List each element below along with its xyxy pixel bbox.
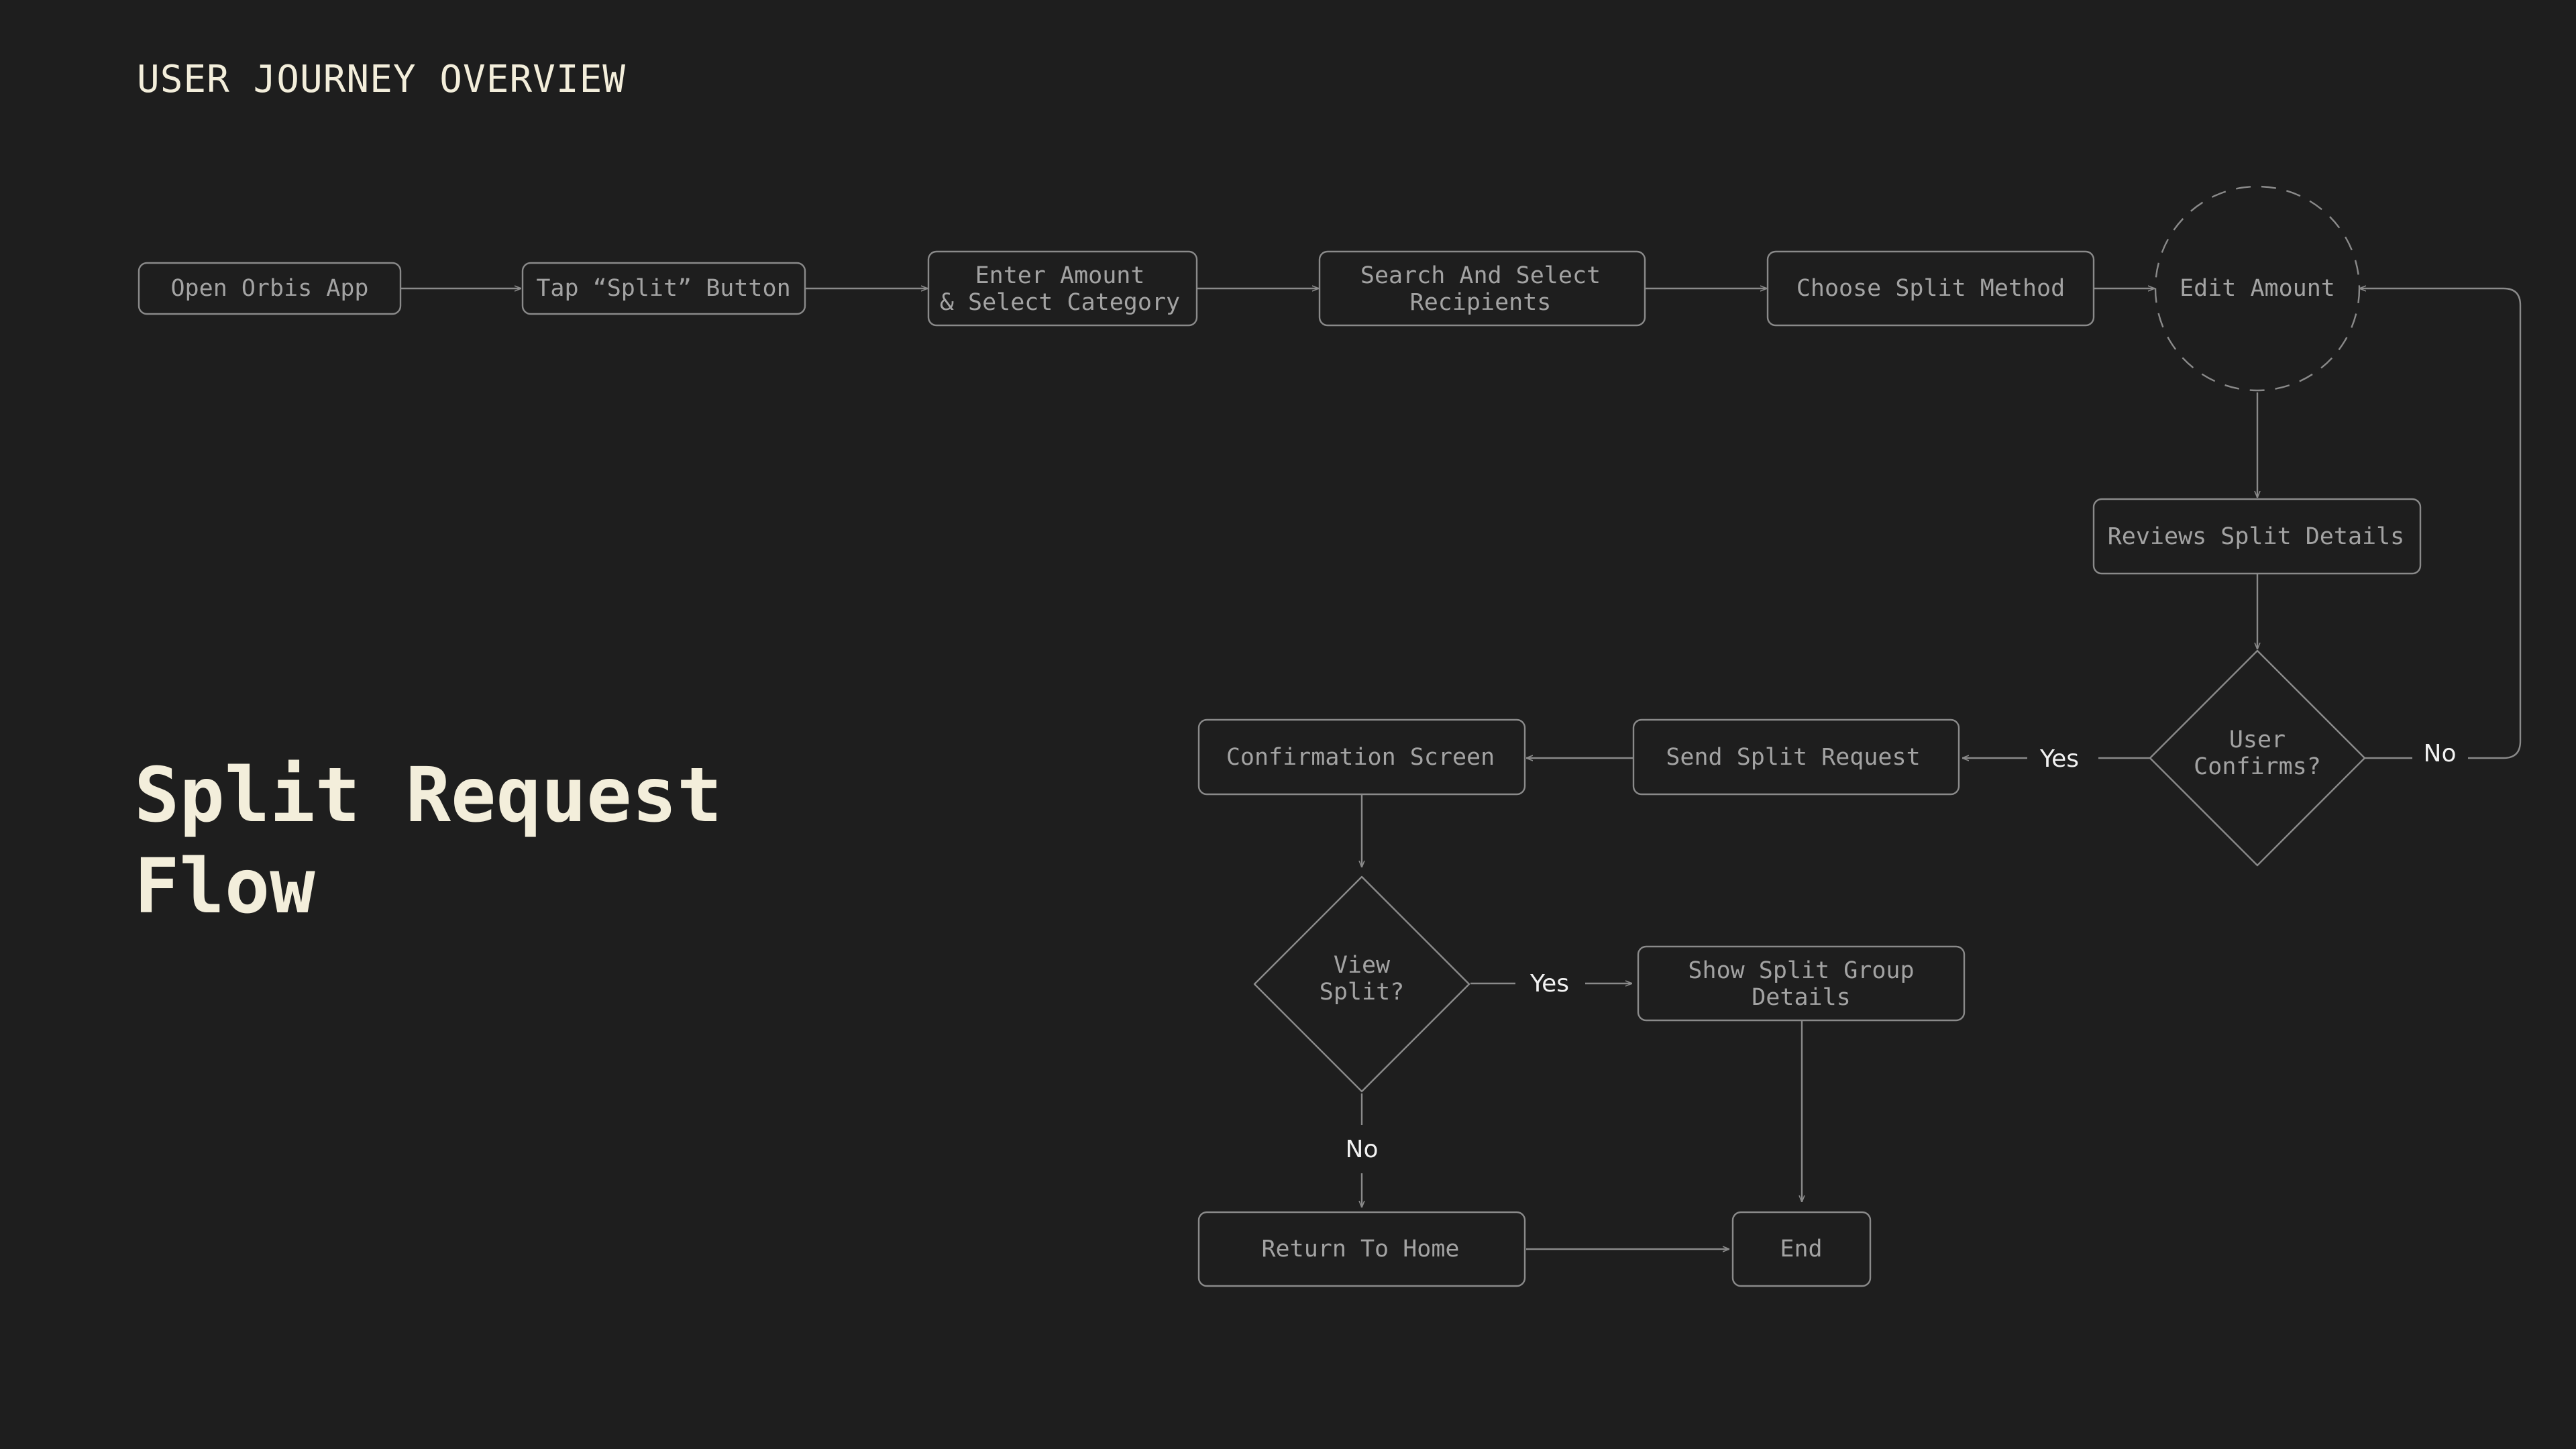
node-send-split-request: Send Split Request — [1632, 718, 1960, 796]
node-label: Return To Home — [1261, 1236, 1459, 1263]
node-label-line-2: Split? — [1320, 979, 1404, 1006]
node-reviews-split-details: Reviews Split Details — [2092, 498, 2422, 575]
node-label-line-1: Show Split Group — [1688, 957, 1914, 984]
edge-label-confirm-no: No — [2424, 740, 2457, 767]
node-confirmation-screen: Confirmation Screen — [1197, 718, 1526, 796]
node-label-line-1: View — [1334, 952, 1391, 979]
node-edit-amount: Edit Amount — [2154, 185, 2361, 392]
node-return-to-home: Return To Home — [1197, 1211, 1526, 1287]
node-show-split-group-details: Show Split Group Details — [1637, 945, 1966, 1022]
connectors — [400, 288, 2522, 1249]
node-label: Reviews Split Details — [2108, 523, 2405, 550]
node-label: Tap “Split” Button — [536, 275, 790, 302]
node-label-line-2: Recipients — [1410, 289, 1552, 316]
node-user-confirms-decision: User Confirms? — [2149, 649, 2366, 867]
page-title-line-2: Flow — [134, 843, 315, 930]
node-open-orbis-app: Open Orbis App — [138, 262, 402, 315]
node-search-select-recipients: Search And Select Recipients — [1318, 250, 1646, 327]
page-title: Split Request Flow — [134, 750, 939, 932]
node-enter-amount: Enter Amount & Select Category — [927, 250, 1198, 327]
node-label: Open Orbis App — [170, 275, 368, 302]
node-label: Choose Split Method — [1796, 275, 2065, 302]
node-label-line-2: Details — [1752, 984, 1851, 1011]
edge-no-loop-to-edit — [2359, 288, 2522, 759]
edge-labels: Yes No Yes No — [1346, 740, 2457, 1163]
edge-label-view-yes: Yes — [1529, 970, 1569, 998]
page-title-line-1: Split Request — [134, 752, 722, 839]
node-label: Confirmation Screen — [1226, 744, 1495, 771]
node-label: Edit Amount — [2180, 275, 2335, 302]
node-end: End — [1731, 1211, 1872, 1287]
node-choose-split-method: Choose Split Method — [1766, 250, 2095, 327]
node-label-line-2: & Select Category — [940, 289, 1180, 316]
node-label-line-1: Search And Select — [1360, 262, 1601, 289]
node-view-split-decision: View Split? — [1253, 875, 1470, 1093]
edge-label-confirm-yes: Yes — [2039, 745, 2079, 773]
node-label: Send Split Request — [1666, 744, 1920, 771]
node-tap-split-button: Tap “Split” Button — [521, 262, 806, 315]
edge-label-view-no: No — [1346, 1136, 1379, 1163]
node-label-line-1: Enter Amount — [975, 262, 1145, 289]
node-label-line-1: User — [2229, 727, 2286, 753]
section-header: USER JOURNEY OVERVIEW — [137, 58, 627, 101]
node-label: End — [1780, 1236, 1822, 1263]
node-label-line-2: Confirms? — [2194, 753, 2321, 780]
